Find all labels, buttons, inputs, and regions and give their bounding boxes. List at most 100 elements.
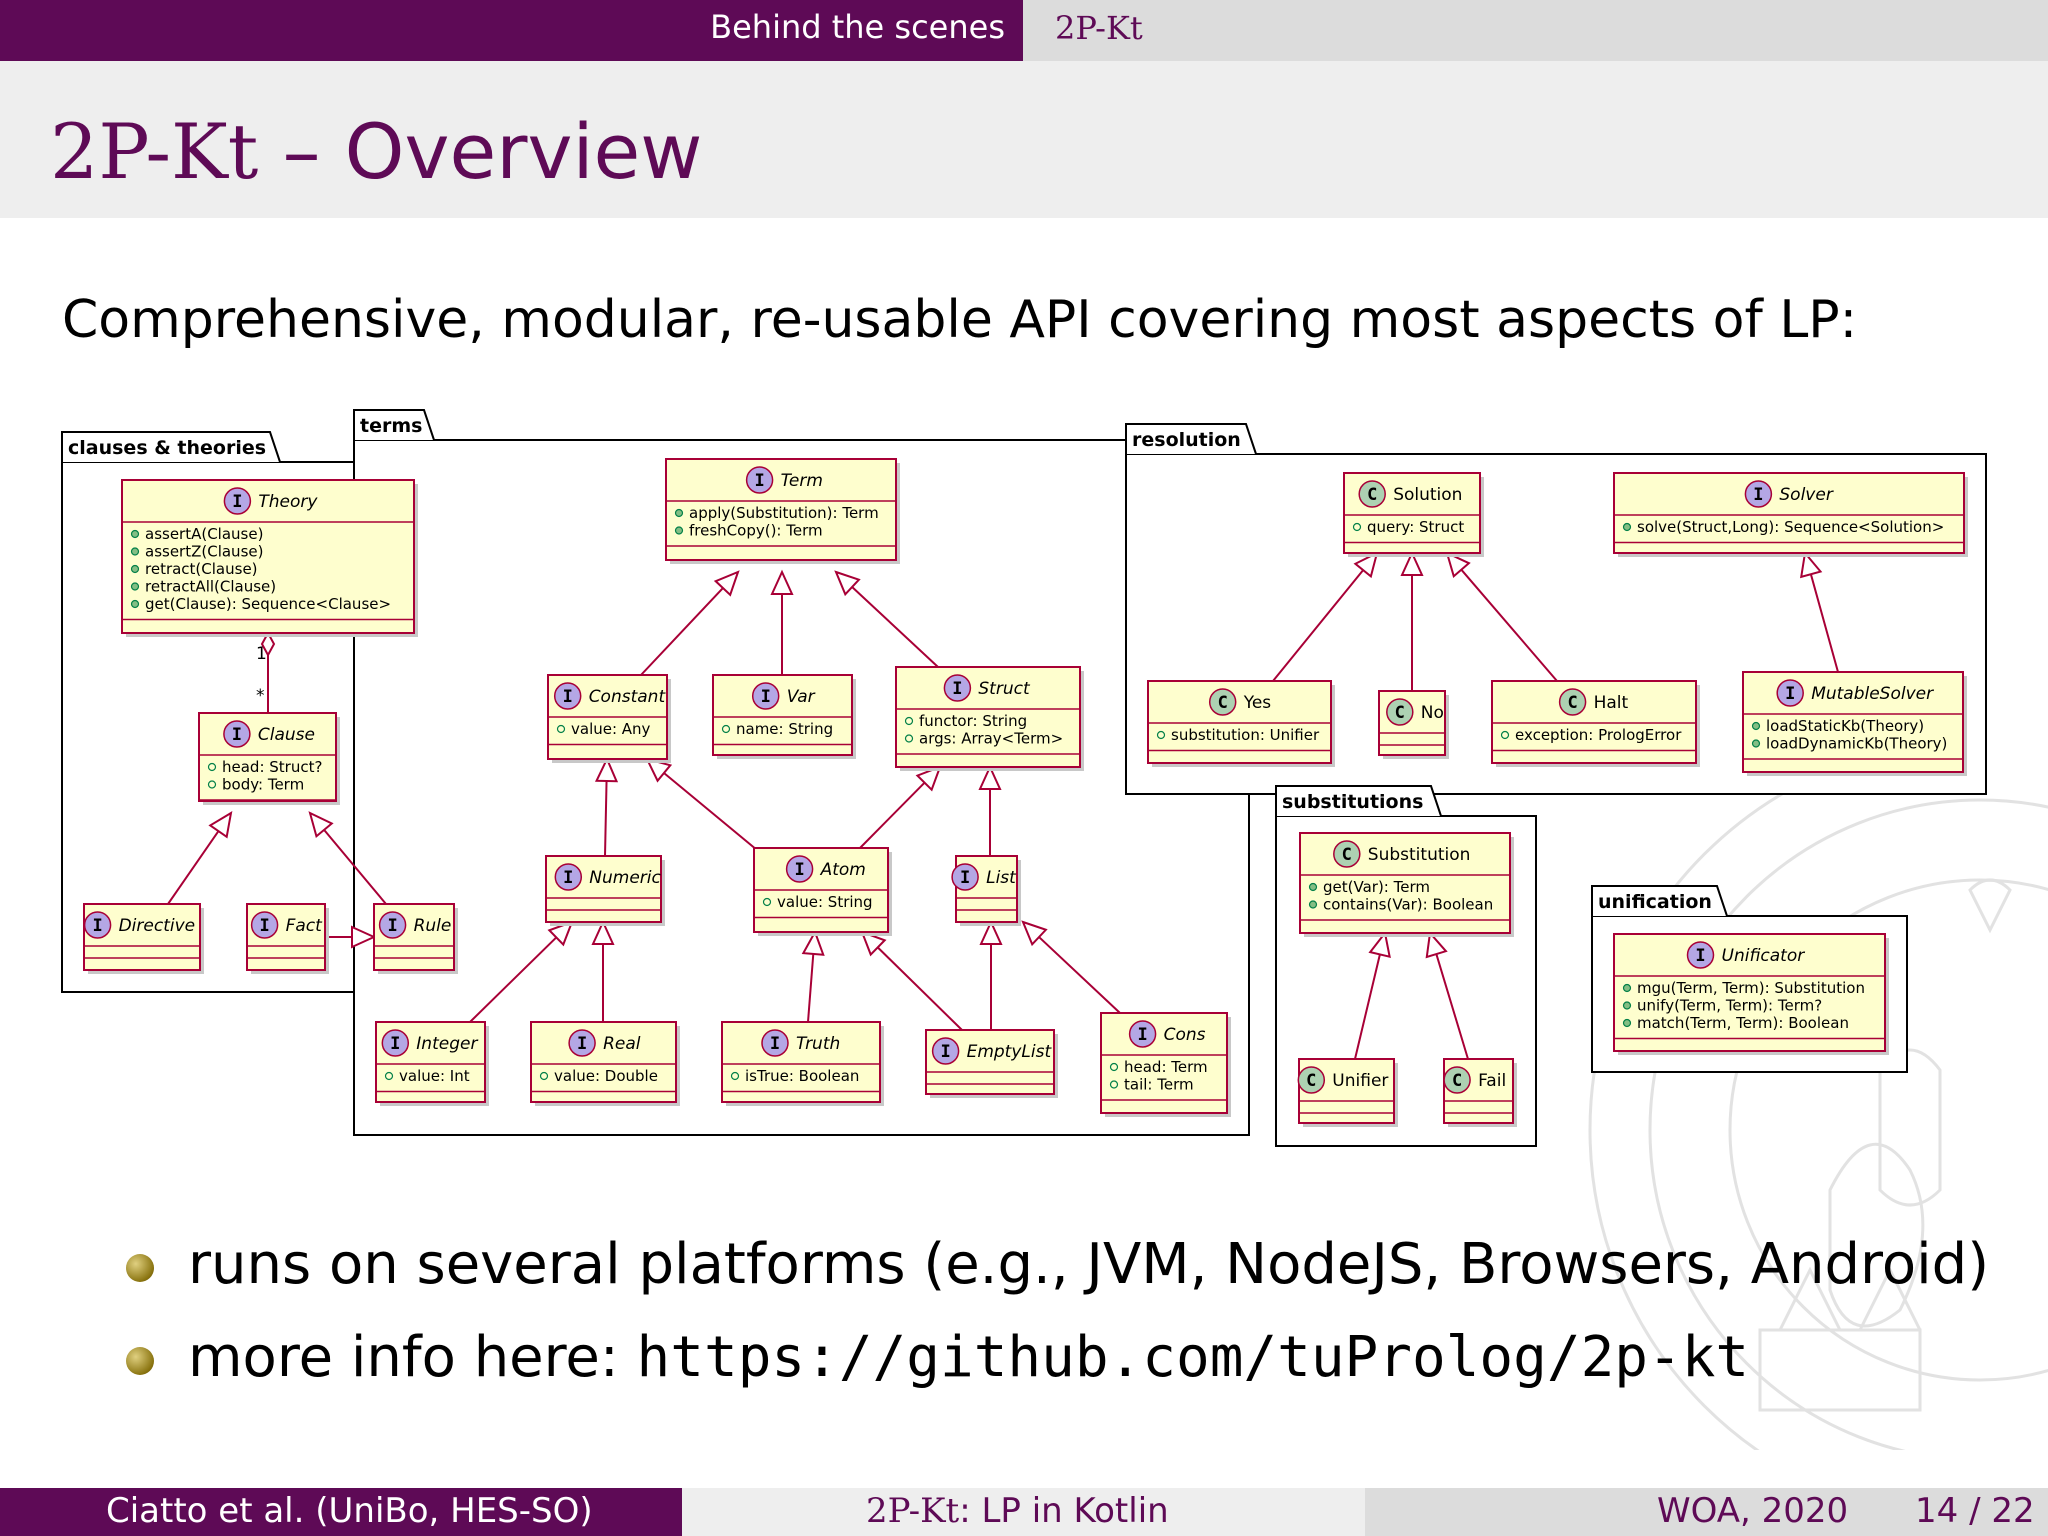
interface-badge-icon: I	[1686, 941, 1715, 969]
section-title[interactable]: Behind the scenes	[710, 8, 1005, 46]
visibility-public-icon	[674, 508, 684, 518]
class-name: Solver	[1779, 485, 1833, 505]
svg-text:I: I	[232, 725, 242, 745]
class-member: value: Int	[399, 1067, 470, 1085]
interface-badge-icon: I	[931, 1037, 960, 1065]
visibility-public-icon	[130, 582, 140, 591]
generalization-directive-to-clause	[167, 811, 233, 905]
generalization-real-to-numeric	[591, 919, 615, 1022]
class-name: No	[1421, 703, 1444, 723]
svg-text:I: I	[1137, 1025, 1147, 1045]
generalization-rule-to-clause	[308, 811, 387, 905]
section-nav[interactable]: Behind the scenes	[0, 0, 1023, 61]
visibility-public-icon	[539, 1071, 549, 1081]
package-name: terms	[360, 415, 422, 437]
visibility-public-icon	[1622, 1018, 1632, 1028]
svg-text:I: I	[940, 1042, 950, 1062]
visibility-public-icon	[207, 762, 217, 772]
class-member: get(Var): Term	[1323, 878, 1430, 896]
visibility-public-icon	[1156, 730, 1166, 740]
svg-text:I: I	[390, 1034, 400, 1054]
class-name: Fail	[1478, 1071, 1506, 1091]
footer-authors-text: Ciatto et al. (UniBo, HES-SO)	[106, 1491, 593, 1531]
visibility-public-icon	[1308, 900, 1318, 909]
generalization-list-to-struct	[978, 764, 1002, 856]
class-name: Unifier	[1332, 1071, 1388, 1091]
svg-text:I: I	[259, 916, 269, 936]
class-name: Atom	[820, 860, 866, 880]
visibility-public-icon	[556, 724, 566, 734]
svg-text:I: I	[563, 687, 573, 707]
svg-text:C: C	[1342, 845, 1352, 865]
class-member: value: Double	[554, 1067, 658, 1085]
class-member: tail: Term	[1124, 1076, 1194, 1094]
slide-title-rest: – Overview	[258, 107, 703, 196]
class-name: List	[986, 868, 1017, 888]
class-name: Var	[787, 687, 816, 707]
bullet-info: more info here: https://github.com/tuPro…	[120, 1325, 1920, 1395]
footer-title-b: : LP in Kotlin	[959, 1491, 1169, 1531]
class-name: MutableSolver	[1811, 684, 1934, 704]
class-member: value: Any	[571, 720, 651, 738]
visibility-public-icon	[904, 716, 914, 726]
svg-text:I: I	[1753, 485, 1763, 505]
class-name: Theory	[258, 492, 318, 512]
visibility-public-icon	[730, 1071, 740, 1081]
subsection-title[interactable]: 2P-Kt	[1055, 9, 1143, 47]
visibility-public-icon	[721, 724, 731, 734]
generalization-integer-to-numeric	[469, 920, 574, 1023]
visibility-public-icon	[1751, 721, 1761, 731]
class-member: name: String	[736, 720, 833, 738]
intro-text: Comprehensive, modular, re-usable API co…	[62, 290, 1858, 350]
interface-badge-icon: I	[745, 466, 774, 494]
footer-venue: WOA, 2020 14 / 22	[1365, 1488, 2048, 1536]
generalization-mutablesolver-to-solver	[1800, 550, 1839, 673]
footer-title: 2P-Kt: LP in Kotlin	[682, 1488, 1365, 1536]
class-name: Truth	[796, 1034, 840, 1054]
repo-link[interactable]: https://github.com/tuProlog/2p-kt	[636, 1325, 1750, 1390]
svg-text:I: I	[92, 916, 102, 936]
svg-text:C: C	[1306, 1071, 1316, 1091]
svg-text:I: I	[794, 860, 804, 880]
visibility-public-icon	[1622, 522, 1632, 532]
class-name: Substitution	[1368, 845, 1471, 865]
generalization-fail-to-substitution	[1425, 930, 1469, 1060]
class-list: I List	[951, 855, 1021, 926]
footer-title-a: 2P-Kt	[866, 1491, 960, 1531]
svg-text:I: I	[563, 868, 573, 888]
interface-badge-icon: I	[751, 682, 780, 710]
interface-badge-icon: I	[378, 911, 407, 939]
class-badge-icon: C	[1333, 840, 1361, 868]
visibility-public-icon	[674, 526, 684, 535]
footer-bar: Ciatto et al. (UniBo, HES-SO) 2P-Kt: LP …	[0, 1488, 2048, 1536]
interface-badge-icon: I	[1776, 679, 1804, 707]
interface-badge-icon: I	[250, 911, 279, 939]
visibility-public-icon	[904, 734, 914, 743]
class-name: Clause	[258, 725, 315, 745]
multiplicity-one: 1	[256, 644, 267, 664]
generalization-halt-to-solution	[1445, 551, 1558, 682]
subsection-nav[interactable]: 2P-Kt	[1023, 0, 2048, 61]
package-name: resolution	[1132, 429, 1241, 451]
class-badge-icon: C	[1443, 1066, 1471, 1094]
svg-text:C: C	[1367, 485, 1377, 505]
visibility-public-icon	[1622, 983, 1632, 993]
interface-badge-icon: I	[943, 674, 972, 702]
svg-text:I: I	[232, 492, 242, 512]
visibility-public-icon	[384, 1071, 394, 1081]
footer-title-text: 2P-Kt: LP in Kotlin	[866, 1491, 1169, 1531]
svg-text:I: I	[770, 1034, 780, 1054]
svg-text:I: I	[960, 868, 970, 888]
class-member: assertA(Clause)	[145, 525, 263, 543]
